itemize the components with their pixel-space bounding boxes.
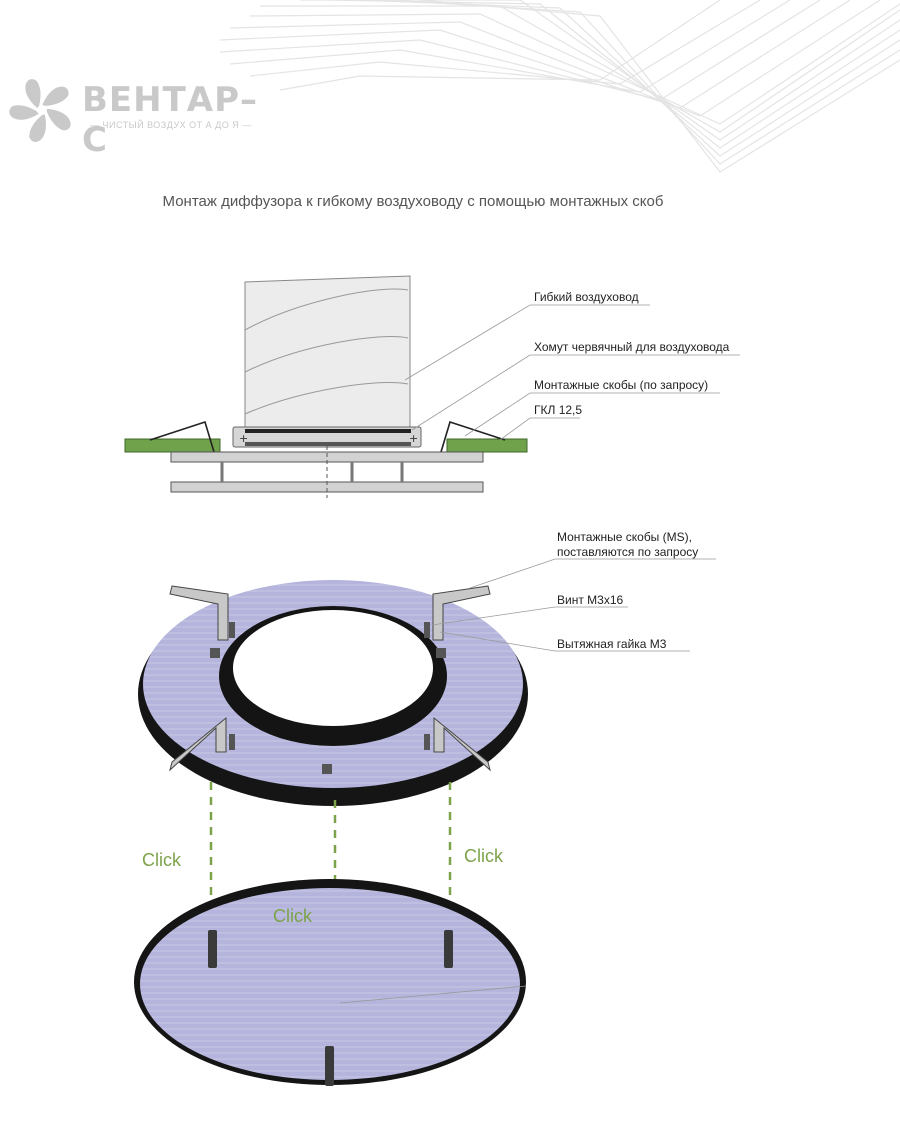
assembly-leader-lines [431, 558, 716, 652]
label-nut: Вытяжная гайка М3 [557, 637, 667, 651]
decorative-panel [134, 879, 527, 1086]
brand-tagline: — ЧИСТЫЙ ВОЗДУХ ОТ А ДО Я — [90, 120, 252, 130]
flexible-duct [244, 275, 411, 429]
label-mounting-brackets: Монтажные скобы (по запросу) [534, 378, 709, 392]
label-ms-line1: Монтажные скобы (MS), [557, 530, 692, 544]
brand-name: ВЕНТАР–С [82, 80, 259, 160]
brand-logo: ВЕНТАР–С — ЧИСТЫЙ ВОЗДУХ ОТ А ДО Я — [8, 76, 278, 160]
mounting-bracket-left [149, 420, 215, 453]
svg-text:+: + [409, 432, 418, 445]
screws-and-nuts [210, 622, 446, 774]
svg-text:+: + [239, 432, 248, 445]
mounting-brackets [169, 585, 491, 772]
section-leader-lines [404, 304, 740, 441]
label-screw: Винт М3х16 [557, 593, 624, 607]
worm-clamp: + + [232, 426, 422, 448]
drywall-left [124, 438, 221, 453]
label-worm-clamp: Хомут червячный для воздуховода [534, 340, 730, 354]
click-label-left: Click [142, 850, 181, 870]
click-label-right: Click [464, 846, 503, 866]
label-flexible-duct: Гибкий воздуховод [534, 290, 639, 304]
label-ms-line2: поставляются по запросу [557, 545, 699, 559]
fan-icon [9, 79, 71, 142]
page-title: Монтаж диффузора к гибкому воздуховоду с… [162, 193, 664, 210]
label-ms-brackets: Монтажные скобы (MS), поставляются по за… [557, 530, 698, 560]
label-drywall: ГКЛ 12,5 [534, 403, 583, 417]
diffuser-assembly [138, 580, 528, 806]
click-label-center: Click [273, 906, 312, 926]
panel-studs [208, 930, 453, 1086]
section-view: + + [124, 275, 528, 498]
mounting-bracket-right [440, 420, 506, 453]
drywall-right [446, 438, 528, 453]
diffuser-opening [233, 610, 433, 726]
